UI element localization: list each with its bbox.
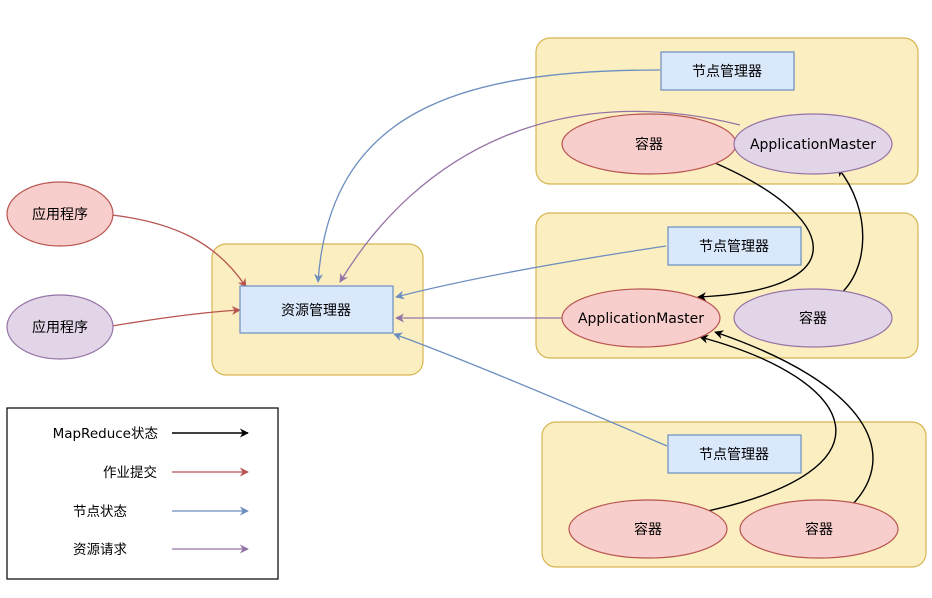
resource-manager-box: 资源管理器 (239, 285, 394, 334)
container-label: 容器 (635, 136, 663, 153)
application-node-red: 应用程序 (6, 181, 114, 247)
container-label: 容器 (805, 521, 833, 538)
node-manager-3: 节点管理器 (667, 434, 802, 474)
edge-mapreduce-3 (699, 334, 837, 513)
container-label: 容器 (634, 521, 662, 538)
container-node2: 容器 (733, 288, 893, 348)
edge-mapreduce-4 (714, 330, 874, 506)
edge-node-status-2 (395, 245, 667, 300)
container-node3-right: 容器 (739, 499, 899, 559)
application-master-node2: ApplicationMaster (561, 288, 721, 348)
application-master-label: ApplicationMaster (578, 311, 704, 327)
node-manager-label: 节点管理器 (692, 64, 762, 80)
application-label: 应用程序 (32, 319, 88, 336)
edge-job-submit-2 (111, 305, 241, 327)
application-label: 应用程序 (32, 206, 88, 223)
legend-label-mapreduce: MapReduce状态 (53, 426, 158, 442)
node-manager-1: 节点管理器 (660, 51, 795, 91)
node-manager-label: 节点管理器 (699, 239, 769, 255)
application-node-purple: 应用程序 (6, 294, 114, 360)
edge-mapreduce-1 (697, 159, 814, 302)
node-manager-2: 节点管理器 (667, 226, 802, 266)
legend: MapReduce状态 作业提交 节点状态 资源请求 (6, 407, 279, 580)
edge-node-status-1 (314, 69, 661, 283)
container-node1: 容器 (561, 113, 737, 175)
edge-mapreduce-2 (837, 167, 864, 297)
application-master-node1: ApplicationMaster (733, 113, 893, 175)
edge-resource-request-1 (339, 110, 741, 283)
legend-label-job-submit: 作业提交 (103, 464, 157, 481)
edge-node-status-3 (393, 332, 668, 447)
application-master-label: ApplicationMaster (750, 137, 876, 153)
resource-manager-label: 资源管理器 (281, 303, 351, 319)
container-label: 容器 (799, 310, 827, 327)
legend-label-node-status: 节点状态 (73, 504, 127, 520)
legend-label-resource-request: 资源请求 (73, 542, 127, 558)
edge-job-submit-1 (111, 214, 247, 288)
node-manager-label: 节点管理器 (699, 447, 769, 463)
container-node3-left: 容器 (568, 499, 728, 559)
